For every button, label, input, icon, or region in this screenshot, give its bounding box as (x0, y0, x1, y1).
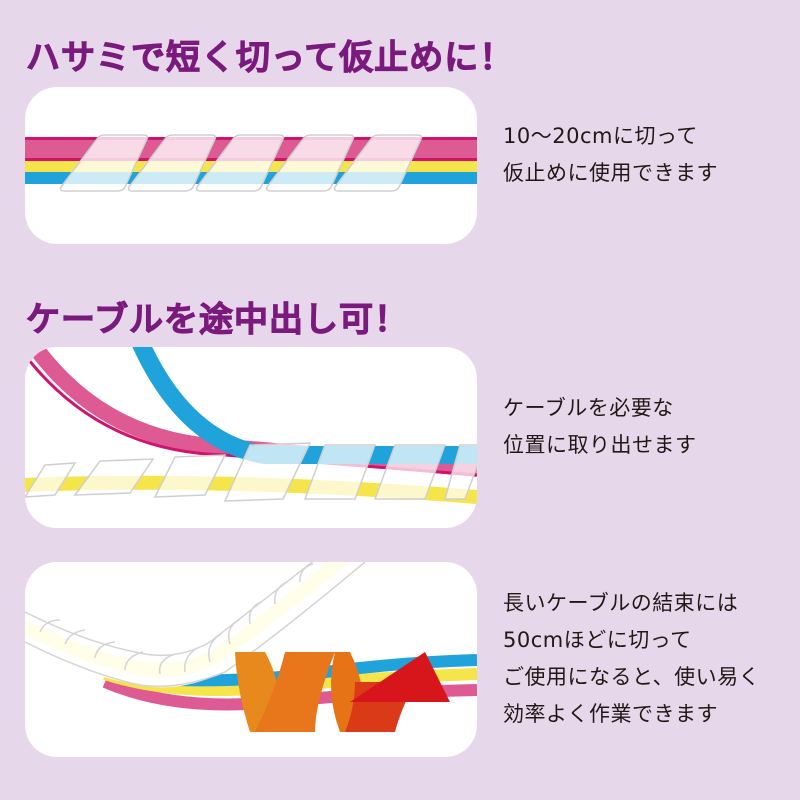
section-1-description: 10〜20cmに切って 仮止めに使用できます (503, 118, 718, 192)
cable-branch-out-illustration (25, 347, 477, 504)
description-line: 50cmほどに切って (503, 628, 692, 652)
description-line: 効率よく作業できます (503, 702, 718, 726)
section-2-description: ケーブルを必要な 位置に取り出せます (503, 390, 697, 464)
description-line: ご使用になると、使い易く (503, 665, 761, 689)
section-1-heading: ハサミで短く切って仮止めに！ (25, 38, 515, 79)
description-line: 10〜20cmに切って (503, 124, 698, 148)
section-2-illustration-panel (25, 347, 477, 528)
description-line: 位置に取り出せます (503, 433, 697, 457)
section-3-description: 長いケーブルの結束には 50cmほどに切って ご使用になると、使い易く 効率よく… (503, 585, 760, 733)
section-3-illustration-panel (25, 562, 477, 757)
section-1-illustration-panel (25, 87, 477, 244)
description-line: ケーブルを必要な (503, 396, 674, 420)
cable-bundle-spiral-wrap-illustration (25, 134, 477, 192)
description-line: 長いケーブルの結束には (503, 591, 739, 615)
long-spiral-wrap-illustration (25, 562, 477, 732)
section-2-heading: ケーブルを途中出し可！ (26, 300, 409, 341)
description-line: 仮止めに使用できます (503, 161, 718, 185)
